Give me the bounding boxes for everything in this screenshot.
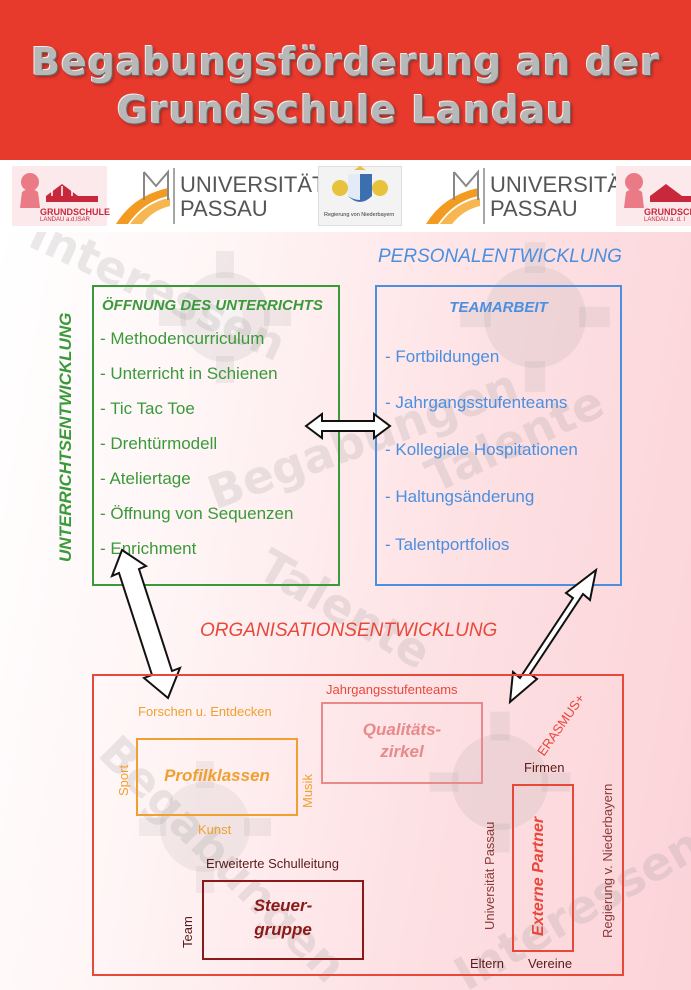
arrows bbox=[110, 412, 598, 705]
qualitaet-title-2: zirkel bbox=[380, 742, 424, 761]
list-item: - Öffnung von Sequenzen bbox=[100, 504, 294, 523]
double-arrow-left bbox=[110, 548, 182, 700]
page-title-line2: Grundschule Landau bbox=[116, 88, 575, 132]
unterricht-title: ÖFFNUNG DES UNTERRICHTS bbox=[102, 297, 323, 314]
list-item: - Kollegiale Hospitationen bbox=[385, 440, 578, 459]
personal-heading: PERSONALENTWICKLUNG bbox=[378, 246, 622, 267]
gear-icon bbox=[429, 711, 571, 853]
university-logo-1: UNIVERSITÄT PASSAU bbox=[108, 166, 325, 226]
list-item: - Jahrgangsstufenteams bbox=[385, 393, 568, 412]
list-item: - Drehtürmodell bbox=[100, 434, 218, 453]
profil-bottom-label: Kunst bbox=[198, 822, 232, 837]
list-item: - Fortbildungen bbox=[385, 347, 500, 366]
double-arrow-right bbox=[508, 567, 598, 705]
list-item: - Methodencurriculum bbox=[100, 329, 265, 348]
regierung-label: Regierung v. Niederbayern bbox=[600, 783, 615, 938]
qualitaet-box: Qualitäts- zirkel bbox=[321, 702, 483, 784]
teamarbeit-title: TEAMARBEIT bbox=[449, 299, 548, 316]
university-name-1: UNIVERSITÄT bbox=[180, 172, 326, 197]
logo-strip: GRUNDSCHULE LANDAU a.d.ISAR UNIVERSITÄT … bbox=[0, 160, 691, 232]
profil-title: Profilklassen bbox=[164, 766, 270, 785]
grundschule-logo: GRUNDSCHULE LANDAU a.d.ISAR bbox=[12, 166, 111, 226]
grundschule-logo-right: GRUNDSCHULE LANDAU a. d. I bbox=[616, 166, 691, 226]
qualitaet-title-1: Qualitäts- bbox=[362, 720, 442, 739]
university-name-2: UNIVERSITÄT bbox=[490, 172, 636, 197]
page-title-line1: Begabungsförderung an der bbox=[31, 40, 660, 84]
list-item: - Ateliertage bbox=[100, 469, 191, 488]
organisation-box: Forschen u. Entdecken Profilklassen Spor… bbox=[92, 674, 624, 976]
regierung-logo: Regierung von Niederbayern bbox=[317, 165, 403, 227]
extern-box: Externe Partner bbox=[512, 784, 574, 952]
list-item: - Talentportfolios bbox=[385, 535, 510, 554]
steuer-left-label: Team bbox=[180, 916, 195, 948]
profil-right-label: Musik bbox=[300, 774, 315, 808]
gear-icon bbox=[159, 251, 291, 383]
list-item: - Tic Tac Toe bbox=[100, 399, 195, 418]
gear-icon bbox=[139, 761, 271, 893]
regierung-label: Regierung von Niederbayern bbox=[324, 212, 395, 218]
university-city-2: PASSAU bbox=[490, 196, 578, 221]
teamarbeit-box: TEAMARBEIT - Fortbildungen - Jahrgangsst… bbox=[375, 285, 622, 586]
list-item: - Haltungsänderung bbox=[385, 487, 535, 506]
steuer-box: Steuer- gruppe bbox=[202, 880, 364, 960]
profil-left-label: Sport bbox=[116, 764, 131, 796]
erasmus-label: ERASMUS+ bbox=[534, 691, 588, 759]
profil-top-label: Forschen u. Entdecken bbox=[138, 704, 272, 719]
vereine-label: Vereine bbox=[528, 956, 573, 971]
steuer-title-1: Steuer- bbox=[253, 896, 313, 915]
steuer-top-label: Erweiterte Schulleitung bbox=[206, 856, 339, 871]
diagram-area: Interessen Begabungen Talente Talente Be… bbox=[0, 232, 691, 990]
header-banner: Begabungsförderung an der Grundschule La… bbox=[0, 0, 691, 160]
steuer-title-2: gruppe bbox=[254, 920, 312, 939]
grundschule-name-right: GRUNDSCHULE bbox=[644, 207, 691, 217]
grundschule-name: GRUNDSCHULE bbox=[40, 207, 111, 217]
double-arrow-horizontal bbox=[304, 412, 392, 440]
uni-label: Universität Passau bbox=[482, 821, 497, 930]
grundschule-sub-right: LANDAU a. d. I bbox=[644, 217, 686, 223]
university-city-1: PASSAU bbox=[180, 196, 268, 221]
qualitaet-top-label: Jahrgangsstufenteams bbox=[326, 682, 458, 697]
organisation-heading: ORGANISATIONSENTWICKLUNG bbox=[200, 620, 498, 641]
profil-box: Profilklassen bbox=[136, 738, 298, 816]
list-item: - Unterricht in Schienen bbox=[100, 364, 278, 383]
extern-title: Externe Partner bbox=[530, 816, 547, 936]
university-logo-2: UNIVERSITÄT PASSAU bbox=[418, 166, 635, 226]
grundschule-sub: LANDAU a.d.ISAR bbox=[40, 217, 91, 223]
eltern-label: Eltern bbox=[470, 956, 504, 971]
firmen-label: Firmen bbox=[524, 760, 565, 775]
gear-icon bbox=[460, 242, 610, 392]
